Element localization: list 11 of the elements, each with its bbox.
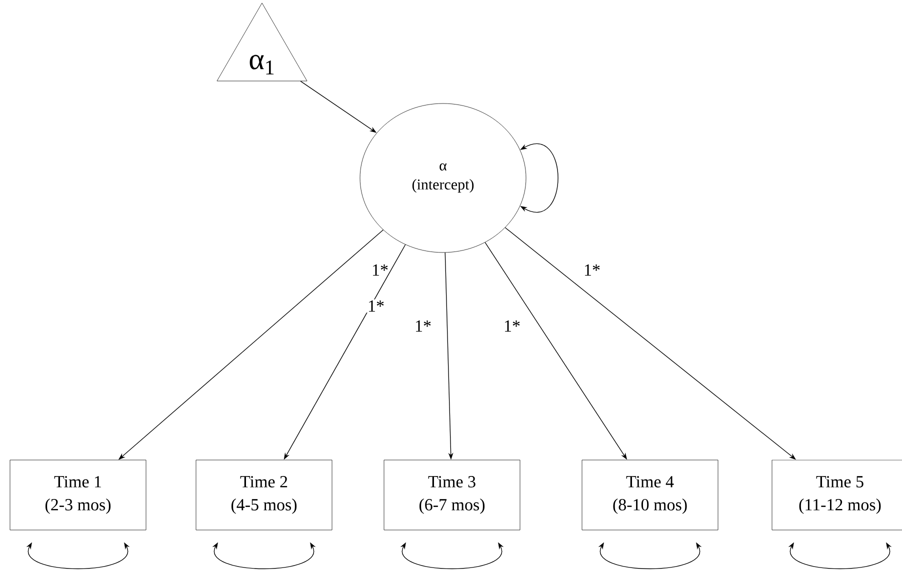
observed-variable-box: Time 5 (11-12 mos): [772, 460, 902, 530]
observed-variable-box: Time 2 (4-5 mos): [196, 460, 332, 530]
observed-variable-box: Time 1 (2-3 mos): [10, 460, 146, 530]
edge-label: 1*: [414, 319, 432, 333]
edge-label: 1*: [366, 299, 386, 313]
observed-variable-box: Time 3 (6-7 mos): [384, 460, 520, 530]
edge-label: 1*: [582, 263, 602, 277]
constant-triangle: α$_{1}$: [216, 2, 308, 82]
edge-label: 1*: [502, 319, 522, 333]
edge-label: 1*: [370, 263, 390, 277]
observed-variable-box: Time 4 (8-10 mos): [582, 460, 718, 530]
